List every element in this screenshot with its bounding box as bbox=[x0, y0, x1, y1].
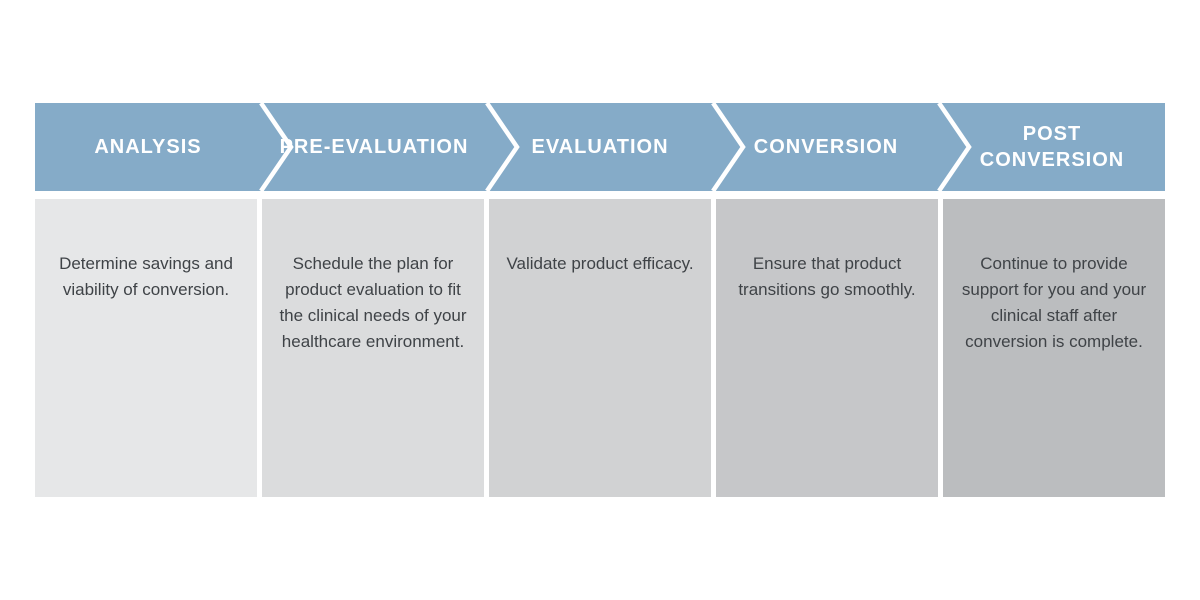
stage-header-band: ANALYSIS PRE-EVALUATION EVALUATION CONVE… bbox=[35, 103, 1165, 191]
stage-header-analysis: ANALYSIS bbox=[35, 103, 261, 191]
stage-body-conversion: Ensure that product transitions go smoot… bbox=[716, 199, 938, 497]
stage-body-pre-evaluation: Schedule the plan for product evaluation… bbox=[262, 199, 484, 497]
stage-header-post-conversion: POST CONVERSION bbox=[939, 103, 1165, 191]
stage-header-pre-evaluation: PRE-EVALUATION bbox=[261, 103, 487, 191]
stage-body-row: Determine savings and viability of conve… bbox=[35, 199, 1165, 497]
stage-description: Determine savings and viability of conve… bbox=[59, 254, 233, 299]
stage-title: EVALUATION bbox=[531, 136, 669, 158]
stage-description: Schedule the plan for product evaluation… bbox=[279, 254, 467, 351]
stage-body-analysis: Determine savings and viability of conve… bbox=[35, 199, 257, 497]
stage-body-post-conversion: Continue to provide support for you and … bbox=[943, 199, 1165, 497]
stage-header-evaluation: EVALUATION bbox=[487, 103, 713, 191]
stage-title: PRE-EVALUATION bbox=[279, 136, 469, 158]
stage-description: Ensure that product transitions go smoot… bbox=[738, 254, 916, 299]
stage-description: Validate product efficacy. bbox=[506, 254, 694, 273]
stage-header-conversion: CONVERSION bbox=[713, 103, 939, 191]
stage-body-evaluation: Validate product efficacy. bbox=[489, 199, 711, 497]
stage-title: ANALYSIS bbox=[94, 136, 202, 158]
stage-title: CONVERSION bbox=[753, 136, 899, 158]
stage-title: POST CONVERSION bbox=[979, 123, 1125, 171]
stage-description: Continue to provide support for you and … bbox=[961, 254, 1147, 351]
